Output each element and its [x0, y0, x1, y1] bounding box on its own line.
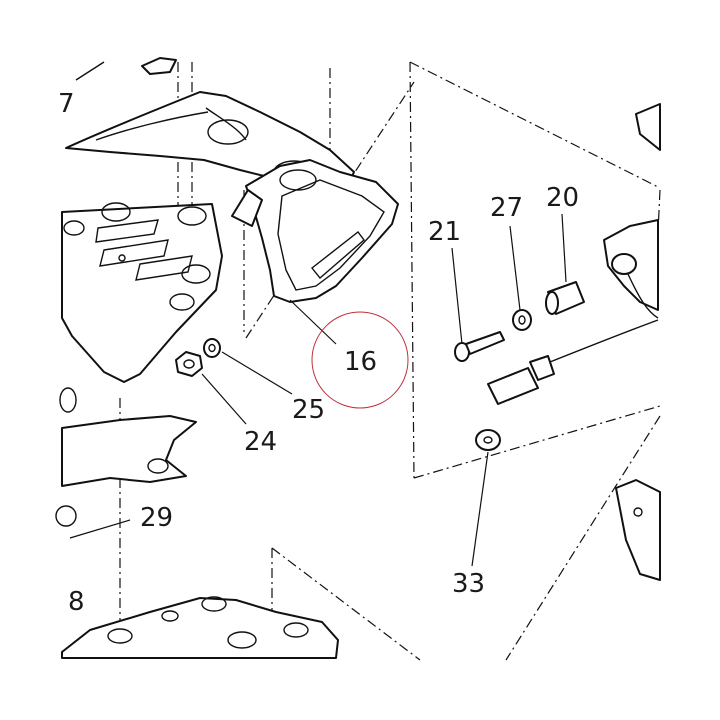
callout-7: 7: [58, 89, 75, 119]
callout-33: 33: [452, 569, 485, 599]
callout-8: 8: [68, 587, 85, 617]
number-plate-bracket-16: [231, 159, 399, 303]
left-mounting-plate: [61, 202, 223, 383]
nut-24: [175, 351, 203, 377]
callout-25: 25: [292, 395, 325, 425]
assembly-boundary-lines: [119, 61, 661, 661]
callout-21: 21: [428, 217, 461, 247]
washer-33: [475, 429, 501, 451]
highlight-circle: [311, 311, 409, 409]
callout-20: 20: [546, 183, 579, 213]
screw-21: [454, 331, 505, 362]
callout-24: 24: [244, 427, 277, 457]
right-frame-partials: [615, 103, 661, 581]
lower-frame-rail: [55, 387, 197, 527]
plate-light-assembly: [487, 219, 659, 405]
callout-29: 29: [140, 503, 173, 533]
callout-27: 27: [490, 193, 523, 223]
knurled-nut-20: [545, 281, 585, 315]
washer-25: [203, 338, 221, 358]
washer-27: [512, 309, 532, 331]
bottom-subframe: [61, 596, 339, 659]
callout-16: 16: [344, 347, 377, 377]
leader-lines: [69, 213, 567, 567]
